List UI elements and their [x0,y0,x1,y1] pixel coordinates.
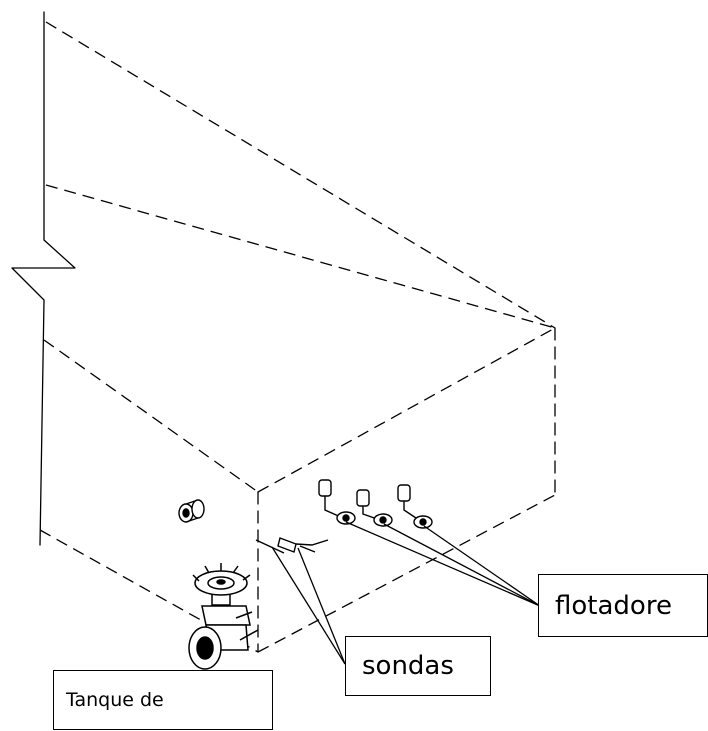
leader-float-2 [383,523,541,607]
leader-probe-1 [271,546,346,665]
float-2 [356,489,393,527]
tank-left-wall [11,11,76,546]
drain-valve [188,563,259,670]
tank-bottom-right-edge [257,494,556,653]
label-flotadores: flotadore [538,574,708,637]
leader-float-3 [423,525,541,607]
float-3 [397,484,433,529]
side-nozzle [178,499,205,523]
leader-lines [271,521,541,665]
tank-top-edge [45,21,556,329]
floats [318,479,433,529]
tank-mid-edge [45,184,556,329]
probe-long [277,537,297,553]
label-sondas: sondas [345,636,491,696]
probes [255,537,329,554]
probe-short [255,539,285,554]
tank-bottom-left-edge [39,529,259,653]
label-tanque: Tanque de [53,670,273,730]
float-1 [318,479,356,525]
tank-level-line [43,339,259,493]
leader-probe-2 [297,547,346,665]
leader-float-1 [345,521,541,607]
tank-top-front-edge [257,327,556,493]
